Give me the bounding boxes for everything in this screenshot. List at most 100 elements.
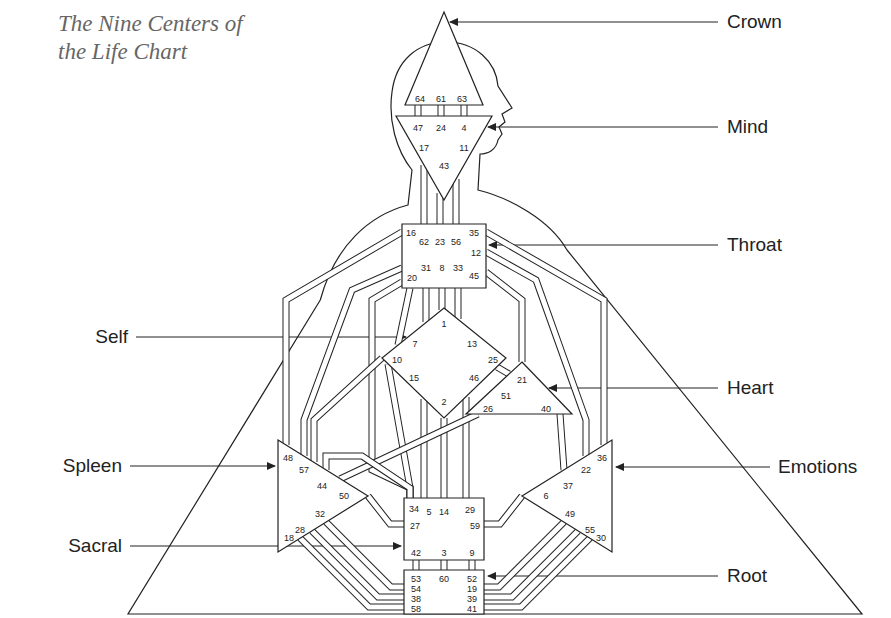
gate-number: 45	[469, 271, 479, 281]
center-label: Sacral	[68, 535, 122, 557]
channel-outline	[300, 538, 404, 607]
gate-slot: 22	[581, 459, 591, 477]
title-box: The Nine Centers of the Life Chart	[58, 10, 243, 66]
label-slot: Spleen	[63, 455, 122, 477]
gate-slot: 27	[410, 515, 420, 533]
gate-slot: 41	[467, 598, 477, 616]
gate-slot: 56	[451, 231, 461, 249]
gate-slot: 9	[469, 542, 474, 560]
channel-outline	[484, 538, 590, 607]
gate-number: 59	[470, 521, 480, 531]
gate-slot: 40	[541, 398, 551, 416]
channel-fill	[497, 367, 509, 374]
gate-number: 56	[451, 237, 461, 247]
outer-triangle	[128, 250, 862, 614]
gate-slot: 50	[339, 485, 349, 503]
gate-slot: 24	[436, 117, 446, 135]
gate-number: 31	[421, 263, 431, 273]
channel-fill	[470, 560, 475, 570]
gate-number: 51	[501, 391, 511, 401]
gate-slot: 20	[407, 267, 417, 285]
channel-fill	[439, 105, 444, 116]
center-outline	[398, 10, 490, 107]
label-slot: Crown	[727, 11, 782, 33]
channel-fill	[440, 288, 445, 310]
gate-number: 38	[411, 594, 421, 604]
gate-slot: 10	[392, 349, 402, 367]
gate-number: 9	[469, 548, 474, 558]
channel-fill	[484, 496, 522, 524]
gate-slot: 52	[467, 568, 477, 586]
gate-slot: 12	[471, 242, 481, 260]
center-outline-path	[404, 570, 484, 614]
channel-fill	[462, 105, 467, 116]
channel-outline	[421, 399, 428, 498]
center-outline-path	[396, 116, 492, 200]
channel-outline	[497, 367, 509, 374]
gate-number: 19	[467, 584, 477, 594]
gate-number: 29	[465, 505, 475, 515]
center-outline-path	[404, 498, 484, 560]
gate-slot: 23	[435, 231, 445, 249]
gate-slot: 44	[317, 475, 327, 493]
gate-slot: 46	[469, 367, 479, 385]
gate-number: 20	[407, 273, 417, 283]
gate-slot: 59	[470, 515, 480, 533]
label-slot: Emotions	[778, 456, 857, 478]
channel-fill	[314, 358, 382, 462]
gate-number: 21	[517, 375, 527, 385]
gate-number: 24	[436, 123, 446, 133]
center-outline-path	[522, 440, 612, 552]
gate-number: 7	[412, 339, 417, 349]
emotions-center: 3622376495530	[520, 438, 614, 554]
channel-outline	[439, 288, 446, 310]
channel-outline	[413, 560, 420, 570]
channel-band	[418, 105, 419, 116]
gate-number: 33	[453, 263, 463, 273]
gate-number: 60	[439, 574, 449, 584]
leader-arrow	[130, 546, 401, 547]
center-label: Root	[727, 565, 767, 587]
crown-center: 646163	[398, 10, 490, 107]
channel-outline	[461, 105, 468, 116]
gate-slot: 36	[597, 447, 607, 465]
gate-number: 54	[411, 584, 421, 594]
channel-fill	[422, 399, 427, 498]
center-label: Throat	[727, 234, 782, 256]
gate-number: 61	[436, 94, 446, 104]
gate-slot: 35	[469, 222, 479, 240]
gate-number: 17	[419, 143, 429, 153]
gate-number: 26	[483, 404, 493, 414]
gate-slot: 63	[457, 88, 467, 106]
gate-number: 27	[410, 521, 420, 531]
channel-band	[441, 105, 442, 116]
channel-fill	[560, 414, 564, 470]
gate-slot: 55	[585, 519, 595, 537]
channel-outline	[469, 560, 476, 570]
gate-slot: 49	[565, 503, 575, 521]
gate-slot: 57	[299, 459, 309, 477]
channel-fill	[456, 288, 461, 319]
center-label: Mind	[727, 116, 768, 138]
channel-band	[424, 165, 425, 224]
gate-slot: 6	[543, 485, 548, 503]
gate-number: 41	[467, 604, 477, 614]
label-slot: Heart	[727, 377, 773, 399]
gate-slot: 39	[467, 588, 477, 606]
gate-number: 6	[543, 491, 548, 501]
gate-number: 15	[409, 373, 419, 383]
channel-band	[464, 105, 465, 116]
leader-arrow	[616, 467, 770, 468]
gate-slot: 21	[517, 369, 527, 387]
channel-band	[340, 414, 478, 479]
channel-band	[442, 288, 443, 310]
gate-number: 36	[597, 453, 607, 463]
gate-number: 12	[471, 248, 481, 258]
channel-fill	[484, 538, 590, 607]
gate-number: 53	[411, 574, 421, 584]
gate-slot: 1	[441, 313, 446, 331]
gate-number: 46	[469, 373, 479, 383]
label-slot: Self	[95, 326, 128, 348]
gate-slot: 28	[295, 519, 305, 537]
channel-band	[444, 560, 445, 570]
